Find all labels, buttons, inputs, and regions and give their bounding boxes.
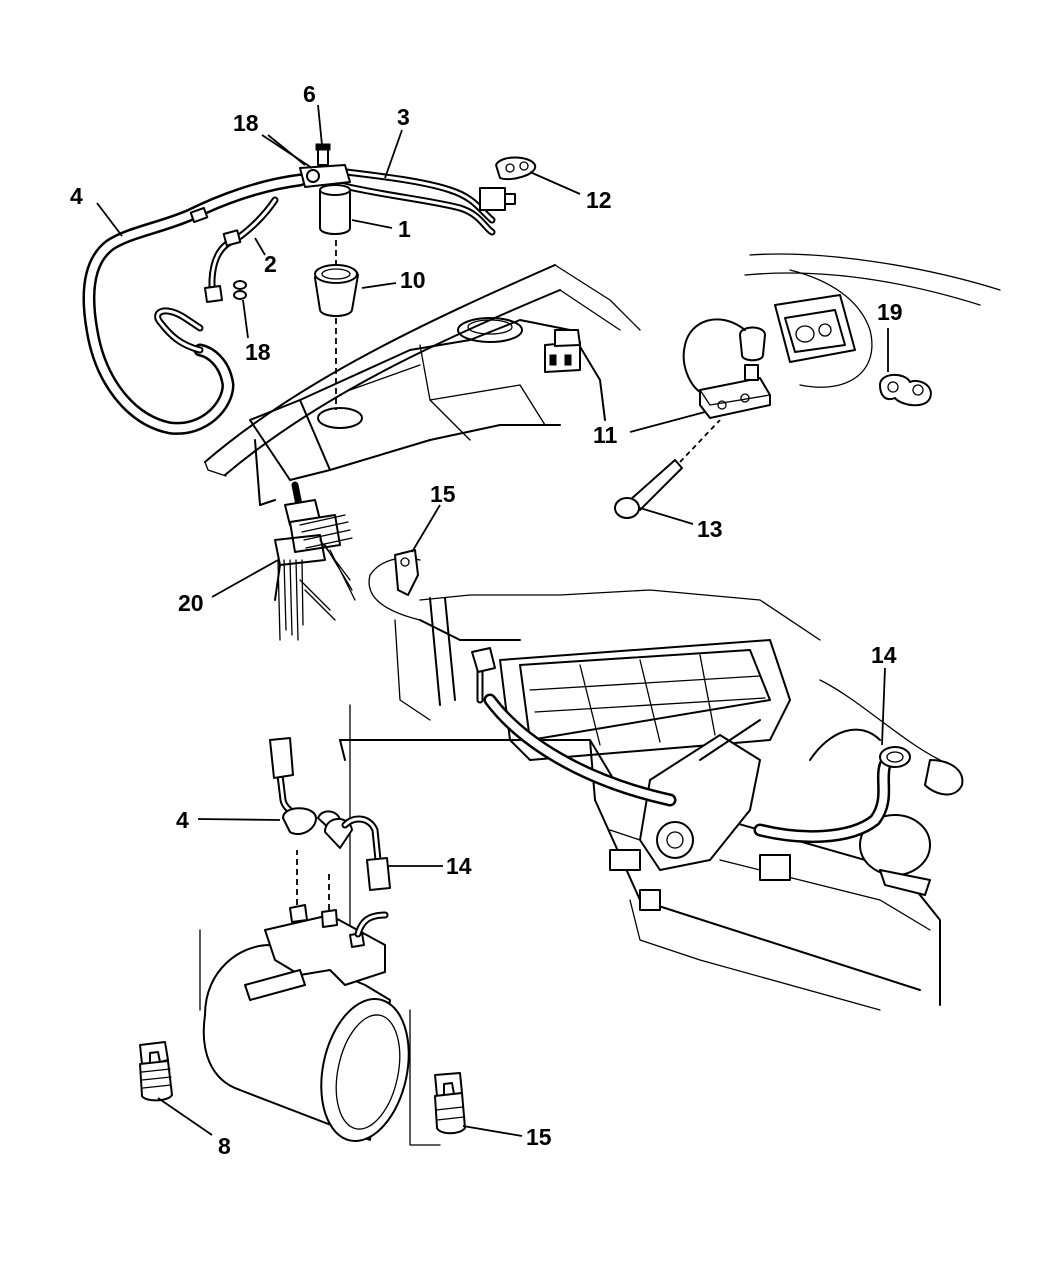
expansion-valve-block <box>682 318 771 419</box>
drier-bracket-10 <box>314 240 359 410</box>
grommet-12 <box>495 156 537 181</box>
hose-4-fitting <box>269 737 341 836</box>
switch-11 <box>544 329 581 373</box>
callout-10: 10 <box>400 267 426 293</box>
callout-15-top: 15 <box>430 481 456 507</box>
leader-lines <box>96 104 889 1137</box>
callout-14-right: 14 <box>871 642 897 668</box>
discharge-line-3 <box>326 166 516 236</box>
suction-hose-4 <box>82 173 307 435</box>
callout-2: 2 <box>264 251 277 277</box>
callout-19: 19 <box>877 299 903 325</box>
o-ring-18 <box>233 280 247 300</box>
callout-4-top: 4 <box>70 183 83 209</box>
liquid-line-2 <box>204 196 279 303</box>
clip-15-upper <box>394 549 419 596</box>
callout-3: 3 <box>397 104 410 130</box>
wire-harness-20 <box>274 481 356 641</box>
callout-6: 6 <box>303 81 316 107</box>
fitting-8 <box>139 1041 173 1102</box>
hose-14-right <box>471 647 911 844</box>
callout-12: 12 <box>586 187 612 213</box>
callout-15-lower: 15 <box>526 1124 552 1150</box>
callout-1: 1 <box>398 216 411 242</box>
callout-11: 11 <box>593 422 618 448</box>
callout-20: 20 <box>178 590 204 616</box>
hose-14-fitting <box>324 815 391 891</box>
gasket-19 <box>879 373 932 407</box>
fitting-15-lower <box>409 1009 466 1146</box>
receiver-drier-1 <box>299 143 351 235</box>
bolt-13 <box>614 419 721 519</box>
callout-18-top: 18 <box>233 110 259 136</box>
compressor <box>199 850 410 1142</box>
callout-8: 8 <box>218 1133 231 1159</box>
callout-14-lower: 14 <box>446 853 472 879</box>
callout-labels: 6 18 3 4 12 1 2 10 18 19 11 15 13 20 14 … <box>70 81 903 1159</box>
callout-13: 13 <box>697 516 723 542</box>
callout-18-lower: 18 <box>245 339 271 365</box>
vehicle-body-outline <box>204 253 1001 1011</box>
callout-4-lower: 4 <box>176 807 189 833</box>
